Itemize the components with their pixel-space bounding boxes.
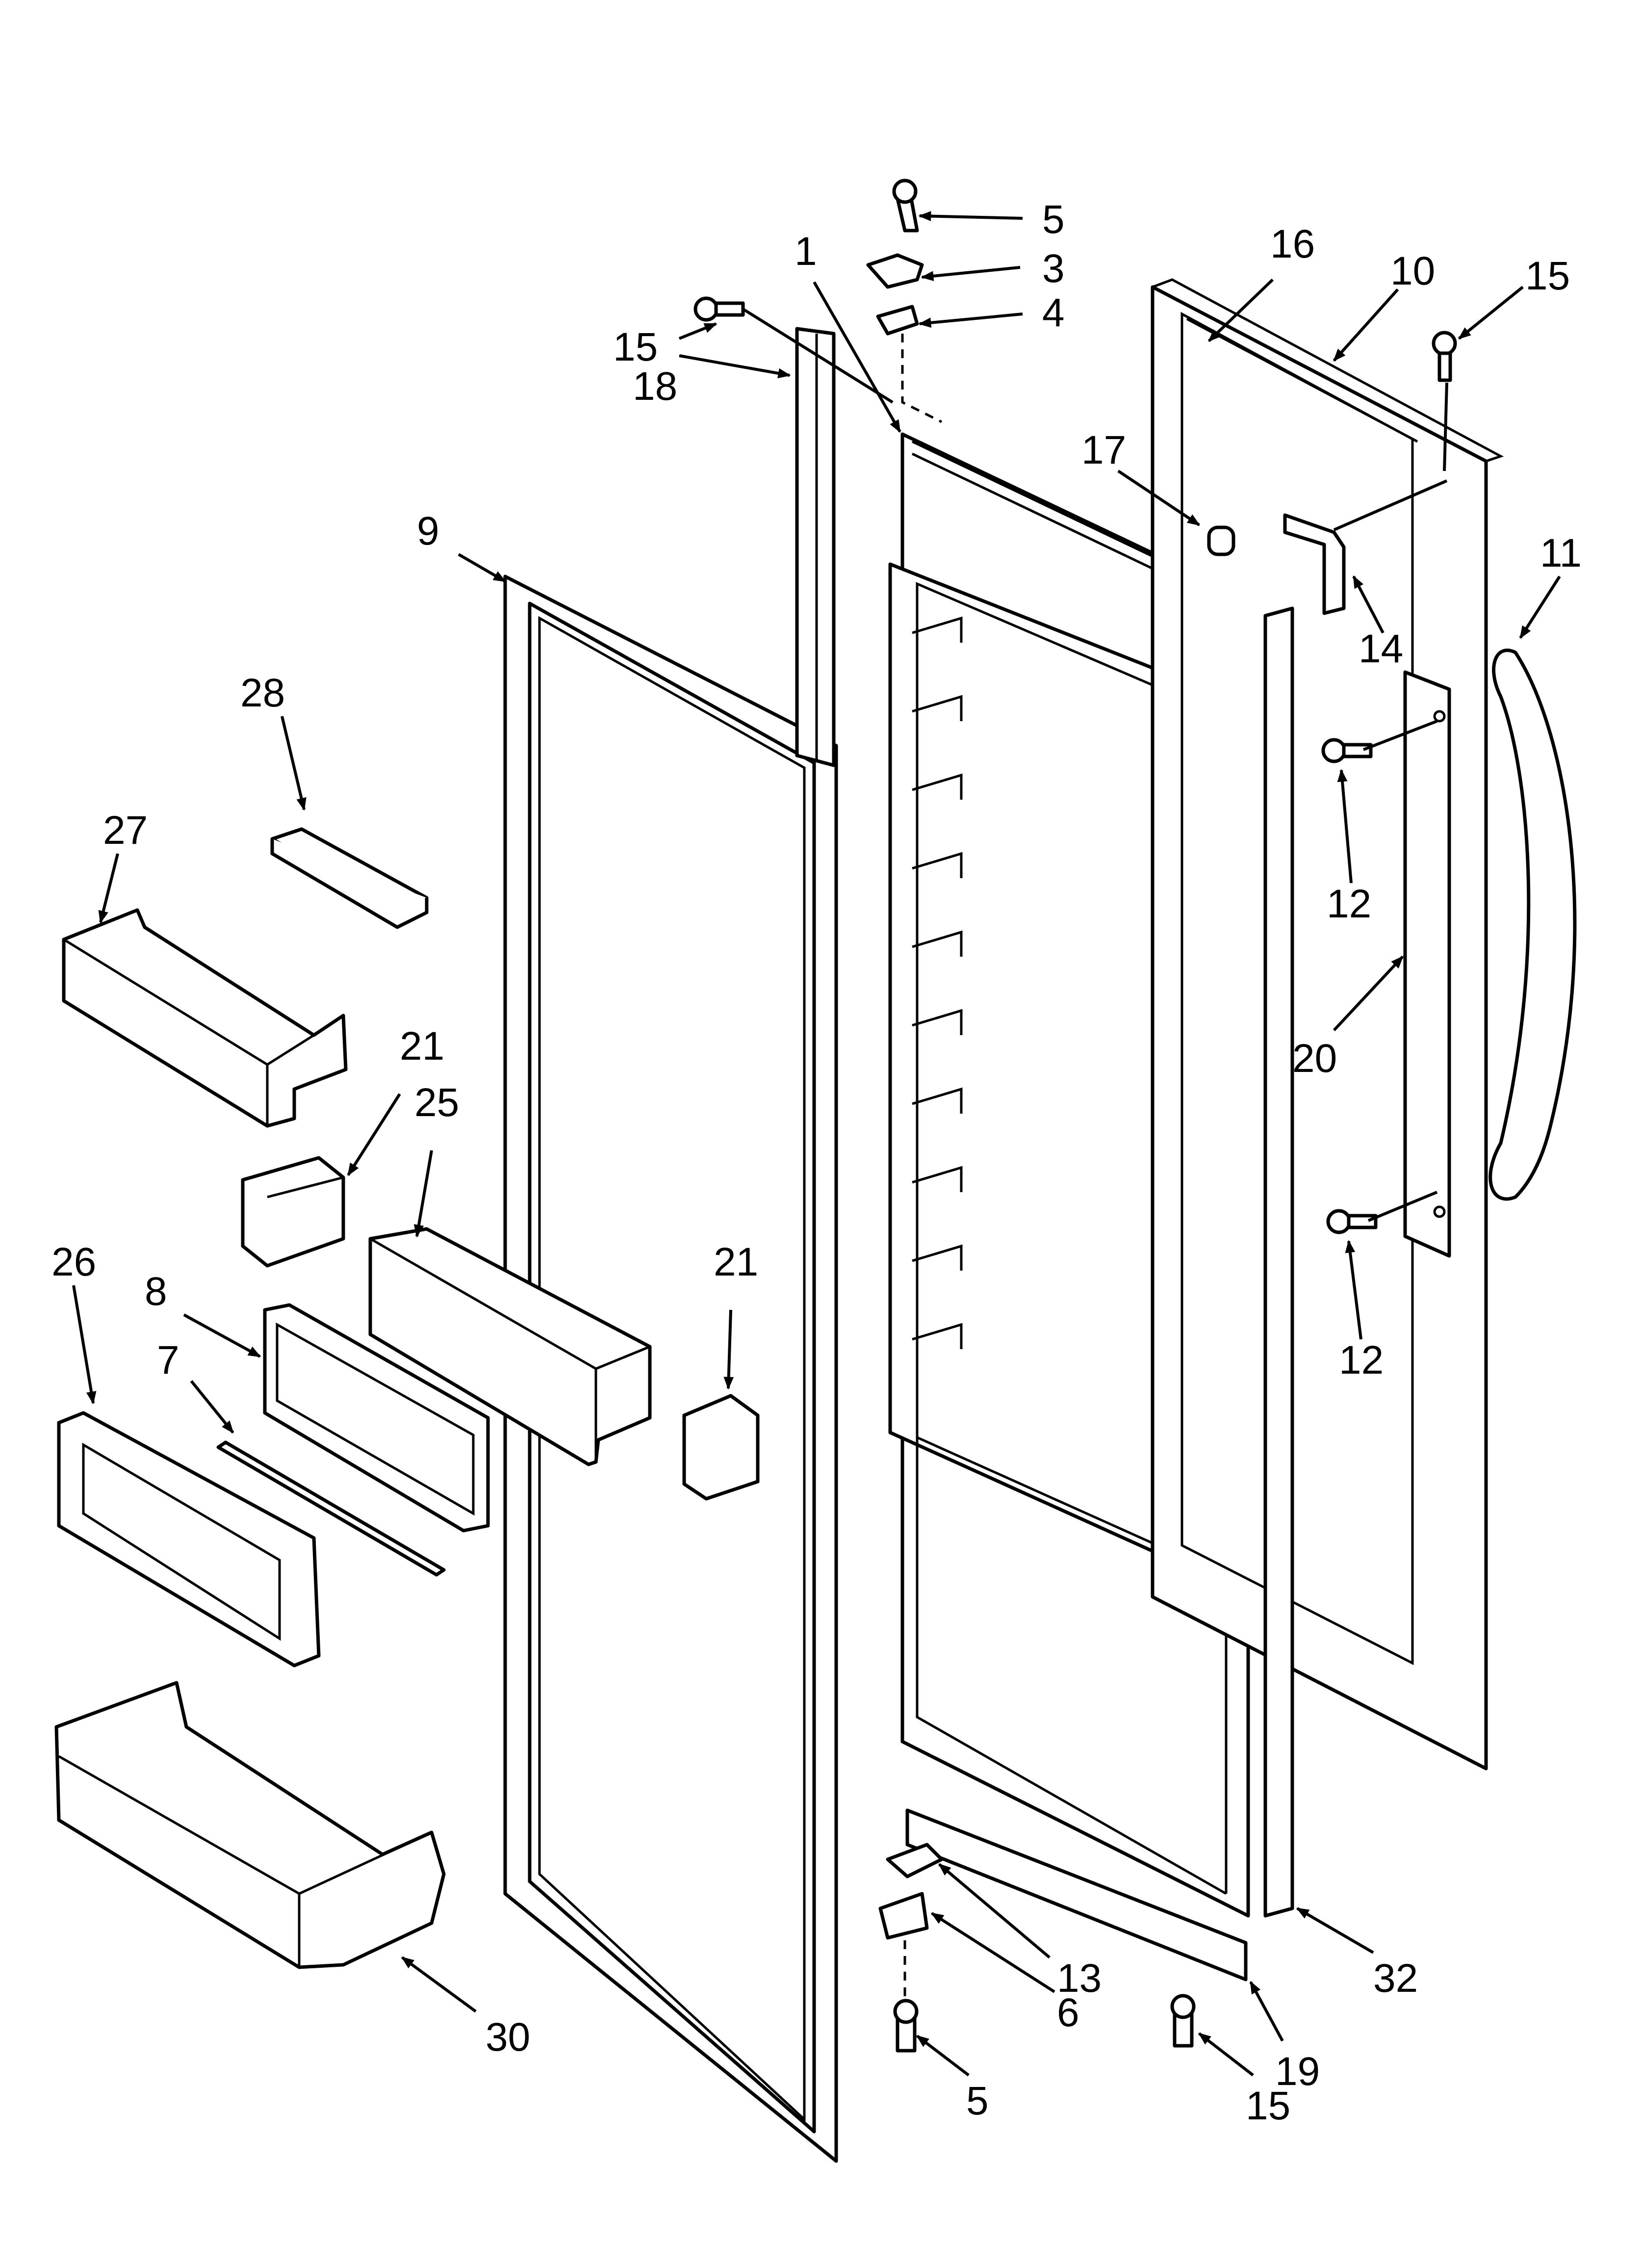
part-30-door-bin [54, 1681, 446, 1969]
callout-10: 10 [1390, 249, 1435, 293]
callout-18: 18 [633, 364, 677, 409]
callout-16: 16 [1270, 222, 1315, 266]
part-16-gasket-inner [1186, 317, 1418, 443]
callout-1: 1 [795, 229, 817, 274]
callout-14: 14 [1359, 626, 1403, 671]
part-9-door-gasket [503, 574, 838, 2163]
part-20-handle-bracket [1403, 670, 1451, 1258]
callout-12-lower: 12 [1339, 1338, 1384, 1382]
part-14-bracket [1283, 513, 1346, 615]
callout-26: 26 [51, 1240, 96, 1284]
callout-25: 25 [414, 1080, 459, 1125]
callout-11: 11 [1540, 531, 1582, 575]
part-18-strip [795, 327, 836, 767]
callout-15-top-right: 15 [1525, 254, 1570, 298]
part-8-frame [263, 1303, 490, 1533]
callout-21-right: 21 [714, 1240, 758, 1284]
callout-19: 19 [1275, 2049, 1320, 2094]
callout-4: 4 [1042, 290, 1065, 335]
callout-7: 7 [157, 1338, 180, 1382]
callout-8: 8 [145, 1269, 167, 1314]
part-21-bracket-right [682, 1394, 760, 1501]
part-11-handle [1488, 649, 1577, 1201]
callout-17: 17 [1081, 428, 1126, 472]
callout-12-upper: 12 [1327, 882, 1371, 926]
bottom-hinge-parts [878, 1808, 1248, 2053]
callout-32: 32 [1373, 1956, 1418, 2001]
part-17-bushing [1207, 525, 1235, 556]
callout-3: 3 [1042, 246, 1065, 291]
callout-5-bottom: 5 [966, 2079, 989, 2123]
callout-20: 20 [1292, 1036, 1337, 1081]
part-32-side-trim [1263, 606, 1294, 1918]
top-hinge-parts [866, 179, 943, 423]
leader-lines [72, 211, 1561, 2077]
callout-15-bottom: 15 [1246, 2084, 1290, 2128]
part-25-crisper [368, 1227, 652, 1466]
callout-5-top: 5 [1042, 197, 1065, 242]
callout-30: 30 [486, 2015, 530, 2059]
callout-13: 13 [1057, 1956, 1102, 2001]
part-28-tray [270, 827, 429, 929]
screws [693, 296, 1457, 1234]
part-7-strip [216, 1440, 446, 1577]
callout-9: 9 [417, 509, 439, 553]
callout-15-top-left: 15 [613, 325, 658, 369]
callout-28: 28 [240, 671, 285, 715]
callout-21-left: 21 [400, 1024, 444, 1069]
callout-27: 27 [103, 808, 148, 853]
part-26-drawer-front [57, 1411, 321, 1668]
part-27-door-bin [62, 908, 348, 1128]
callout-6: 6 [1057, 1990, 1079, 2035]
callout-labels: 5 3 4 1 15 18 16 10 15 17 9 11 14 28 27 … [51, 197, 1582, 2128]
part-21-bracket-left [241, 1156, 345, 1268]
